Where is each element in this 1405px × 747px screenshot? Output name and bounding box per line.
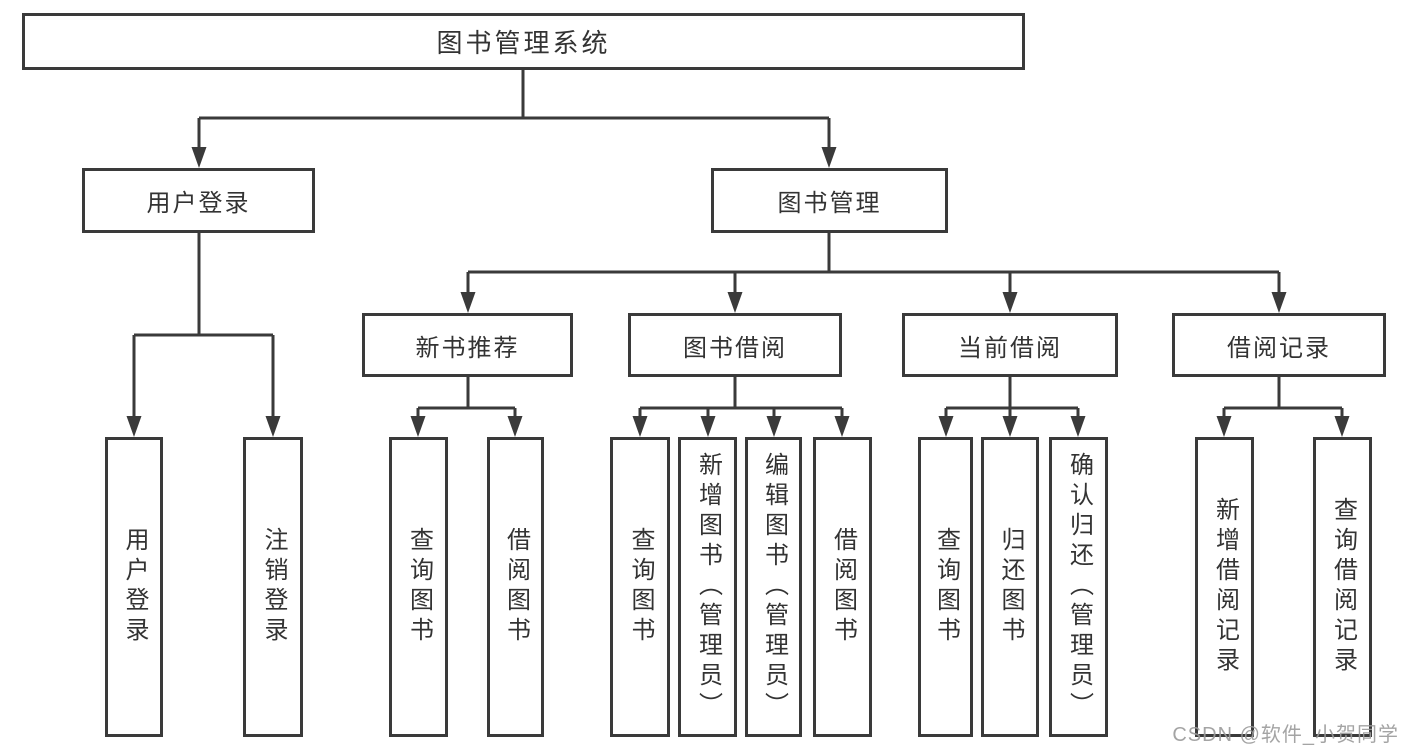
node-book-management: 图书管理 xyxy=(711,168,948,233)
leaf-query-books-current: 查询图书 xyxy=(918,437,973,737)
node-label: 当前借阅 xyxy=(958,334,1062,362)
leaf-edit-books-admin: 编辑图书（管理员） xyxy=(745,437,802,737)
node-label: 查询借阅记录 xyxy=(1329,497,1357,677)
node-label: 查询图书 xyxy=(627,527,654,647)
leaf-confirm-return-admin: 确认归还（管理员） xyxy=(1049,437,1108,737)
node-label: 查询图书 xyxy=(932,527,960,647)
node-label: 注销登录 xyxy=(260,527,287,647)
node-label: 归还图书 xyxy=(997,527,1024,647)
node-library-management-system: 图书管理系统 xyxy=(22,13,1025,70)
node-label: 图书管理 xyxy=(777,190,882,217)
leaf-query-books-recommend: 查询图书 xyxy=(389,437,448,737)
leaf-return-books: 归还图书 xyxy=(981,437,1039,737)
watermark: CSDN @软件_小贺同学 xyxy=(1172,724,1399,746)
leaf-add-books-admin: 新增图书（管理员） xyxy=(678,437,737,737)
node-label: 借阅图书 xyxy=(502,527,530,647)
leaf-query-borrow-record: 查询借阅记录 xyxy=(1313,437,1372,737)
node-book-borrowing: 图书借阅 xyxy=(628,313,842,377)
leaf-query-books-borrow: 查询图书 xyxy=(610,437,670,737)
node-label: 借阅记录 xyxy=(1227,334,1331,362)
node-label: 查询图书 xyxy=(405,527,433,647)
node-label: 用户登录 xyxy=(146,190,251,217)
node-label: 图书借阅 xyxy=(683,334,787,362)
leaf-logout: 注销登录 xyxy=(243,437,303,737)
node-borrowing-records: 借阅记录 xyxy=(1172,313,1386,377)
node-new-book-recommend: 新书推荐 xyxy=(362,313,573,377)
node-label: 用户登录 xyxy=(121,527,148,647)
node-user-login: 用户登录 xyxy=(82,168,315,233)
leaf-add-borrow-record: 新增借阅记录 xyxy=(1195,437,1254,737)
node-current-borrowing: 当前借阅 xyxy=(902,313,1118,377)
leaf-borrow-books-recommend: 借阅图书 xyxy=(487,437,544,737)
leaf-user-login: 用户登录 xyxy=(105,437,163,737)
node-label: 借阅图书 xyxy=(829,527,857,647)
node-label: 新书推荐 xyxy=(415,334,520,362)
leaf-borrow-books: 借阅图书 xyxy=(813,437,872,737)
node-label: 图书管理系统 xyxy=(436,28,611,58)
node-label: 确认归还（管理员） xyxy=(1065,452,1093,722)
node-label: 新增借阅记录 xyxy=(1211,497,1239,677)
node-label: 编辑图书（管理员） xyxy=(760,452,788,722)
node-label: 新增图书（管理员） xyxy=(694,452,722,722)
